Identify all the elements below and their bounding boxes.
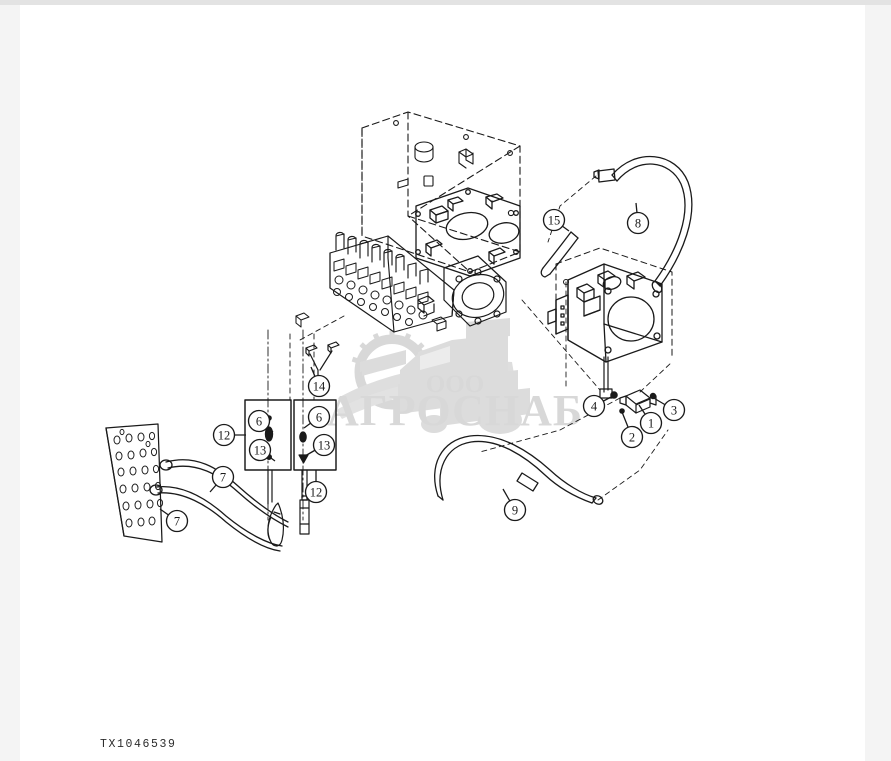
valve-lower-fittings <box>295 312 447 332</box>
callout-12[interactable]: 12 <box>304 470 328 504</box>
watermark-title: АГРОСНАБ <box>327 386 583 435</box>
callout-bubble[interactable] <box>662 398 686 422</box>
hydraulic-pump-motor <box>547 263 663 363</box>
callout-number: 8 <box>635 216 641 230</box>
top-edge-strip <box>0 0 891 5</box>
callout-number: 9 <box>512 503 518 517</box>
callout-bubble[interactable] <box>582 394 606 418</box>
detail-box-right-contents <box>298 431 309 464</box>
callout-bubble[interactable] <box>503 498 527 522</box>
perforated-mount-panel <box>105 423 163 543</box>
callout-bubble[interactable] <box>312 433 336 457</box>
callout-1[interactable]: 1 <box>638 404 663 435</box>
callout-layer: 12 3 4 6 6 7 7 8 9 12 12 13 13 14 15 <box>159 202 686 533</box>
callout-2[interactable]: 2 <box>620 411 644 449</box>
fitting-cluster <box>610 389 657 414</box>
watermark-agrosnab: ООО АГРОСНАБ <box>327 318 583 435</box>
callout-13[interactable]: 13 <box>304 433 336 457</box>
callout-bubble[interactable] <box>626 211 650 235</box>
hose-end-fitting-left <box>267 502 284 547</box>
callout-number: 7 <box>174 514 180 528</box>
detail-box-right <box>293 399 337 471</box>
hose-7-upper <box>159 459 289 528</box>
callout-8[interactable]: 8 <box>626 202 650 235</box>
callout-bubble[interactable] <box>211 465 235 489</box>
hose-7-lower <box>149 484 283 552</box>
callout-number: 6 <box>316 410 322 424</box>
hose-assembly-lower <box>434 434 604 505</box>
valve-spool-stack <box>329 231 455 333</box>
callout-14[interactable]: 14 <box>307 366 331 398</box>
callout-7[interactable]: 7 <box>209 465 235 493</box>
callout-4[interactable]: 4 <box>582 394 614 418</box>
callout-bubble[interactable] <box>307 374 331 398</box>
callout-13[interactable]: 13 <box>248 438 276 462</box>
callout-number: 3 <box>671 403 677 417</box>
callout-12[interactable]: 12 <box>212 423 247 447</box>
callout-number: 12 <box>218 428 231 442</box>
callout-number: 13 <box>254 443 267 457</box>
callout-bubble[interactable] <box>307 405 331 429</box>
callout-bubble[interactable] <box>542 208 566 232</box>
callout-9[interactable]: 9 <box>502 488 527 522</box>
callout-number: 1 <box>648 416 654 430</box>
callout-3[interactable]: 3 <box>651 396 686 422</box>
callout-number: 2 <box>629 430 635 444</box>
combine-harvester-icon <box>360 318 530 434</box>
valve-end-flange <box>417 255 507 327</box>
callout-bubble[interactable] <box>620 425 644 449</box>
callout-number: 6 <box>256 414 262 428</box>
callout-number: 14 <box>313 379 326 393</box>
callout-15[interactable]: 15 <box>542 208 570 232</box>
callout-bubble[interactable] <box>639 411 663 435</box>
hydraulic-control-valve-block <box>361 111 521 273</box>
callout-bubble[interactable] <box>304 480 328 504</box>
callout-bubble[interactable] <box>247 409 271 433</box>
panel-perforations <box>113 428 164 528</box>
callout-bubble[interactable] <box>248 438 272 462</box>
hose-8-lower-run <box>599 356 613 399</box>
watermark-prefix: ООО <box>426 371 484 398</box>
part-number-label: TX1046539 <box>100 738 177 751</box>
callout-6[interactable]: 6 <box>247 409 274 433</box>
callout-number: 7 <box>220 470 226 484</box>
callout-7[interactable]: 7 <box>159 508 189 533</box>
callout-number: 12 <box>310 485 323 499</box>
callout-6[interactable]: 6 <box>303 405 331 429</box>
centerlines <box>267 329 304 521</box>
callout-bubble[interactable] <box>212 423 236 447</box>
connector-rod-left <box>267 469 273 505</box>
callout-number: 4 <box>591 399 598 413</box>
callout-number: 13 <box>318 438 331 452</box>
valve-block-top-features <box>393 120 515 217</box>
callout-bubble[interactable] <box>165 509 189 533</box>
hose-15-elbow <box>540 231 579 278</box>
valve-body-front-face <box>415 187 521 277</box>
hose-assembly-upper <box>593 155 693 294</box>
callout-number: 15 <box>548 213 561 227</box>
bracket-pin-14 <box>305 341 340 379</box>
hose-end-fitting-right <box>299 495 310 535</box>
